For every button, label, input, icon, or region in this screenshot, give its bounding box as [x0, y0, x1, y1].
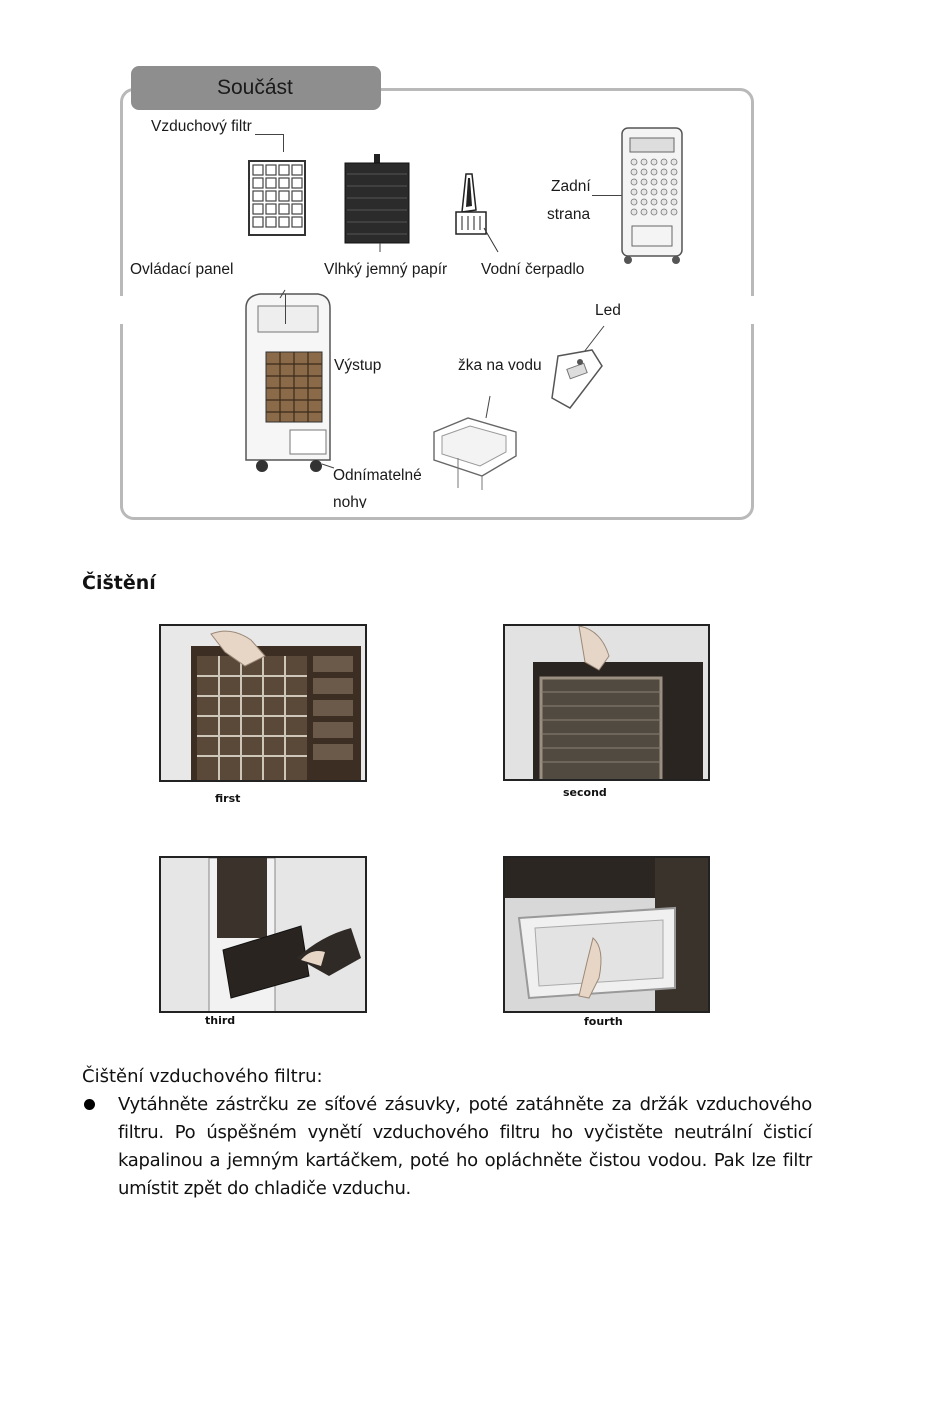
label-back-side-1: Zadní [551, 178, 591, 196]
photo-first-image [161, 626, 367, 782]
led-icon [548, 324, 610, 410]
photo-third [159, 856, 367, 1013]
caption-third: third [205, 1014, 235, 1027]
photo-third-image [161, 858, 367, 1013]
label-feet-1: Odnímatelné [333, 467, 422, 485]
photo-second-image [505, 626, 710, 781]
label-water-tank: žka na vodu [458, 357, 542, 375]
leader-line [255, 134, 283, 135]
caption-second: second [563, 786, 607, 799]
caption-fourth: fourth [584, 1015, 623, 1028]
photo-second [503, 624, 710, 781]
label-water-pump: Vodní čerpadlo [481, 261, 584, 279]
photo-first [159, 624, 367, 782]
leader-line [285, 294, 286, 324]
water-tank-icon [428, 396, 520, 492]
photo-fourth-image [505, 858, 710, 1013]
air-filter-icon [248, 160, 306, 236]
label-wet-paper: Vlhký jemný papír [324, 261, 447, 279]
caption-first: first [215, 792, 240, 805]
back-side-cooler-icon [618, 126, 688, 266]
leader-line [283, 134, 284, 152]
label-led: Led [595, 302, 621, 320]
parts-tab-title: Součást [131, 66, 381, 110]
label-back-side-2: strana [547, 206, 590, 224]
cleaning-title: Čištění [82, 572, 156, 594]
label-control-panel: Ovládací panel [130, 261, 233, 279]
photo-fourth [503, 856, 710, 1013]
filter-cleaning-subtitle: Čištění vzduchového filtru: [82, 1066, 323, 1087]
front-cooler-icon [240, 290, 335, 475]
label-outlet: Výstup [334, 357, 381, 375]
label-feet-2: nohy [333, 494, 367, 508]
filter-cleaning-instructions: Vytáhněte zástrčku ze síťové zásuvky, po… [118, 1091, 812, 1203]
label-air-filter: Vzduchový filtr [151, 118, 252, 136]
frame-gap [110, 296, 770, 324]
water-pump-icon [452, 172, 502, 254]
bullet-icon [84, 1099, 95, 1110]
wet-paper-icon [344, 154, 410, 244]
